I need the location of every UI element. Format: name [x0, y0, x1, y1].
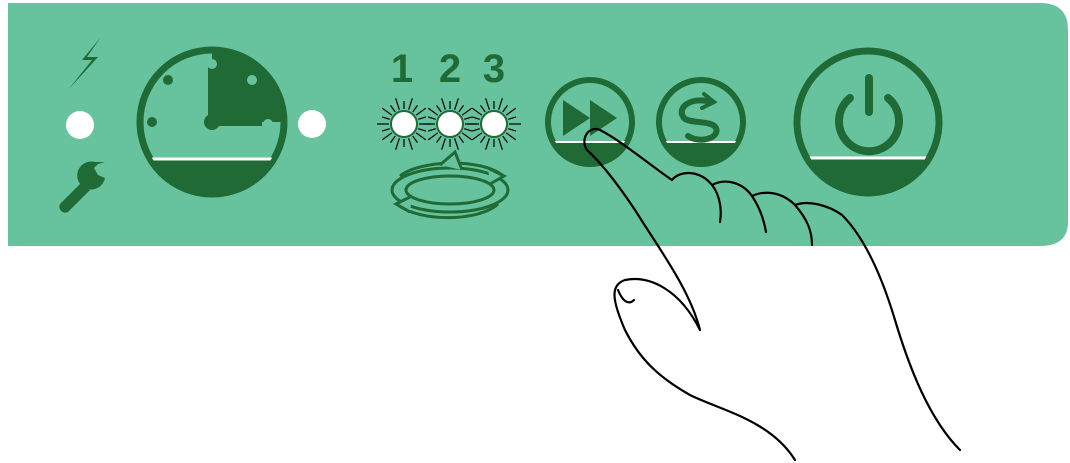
power-led — [66, 111, 94, 139]
dial-led — [298, 110, 326, 138]
program-label-3: 3 — [483, 47, 505, 91]
program-label-2: 2 — [439, 47, 461, 91]
program-label-1: 1 — [391, 47, 413, 91]
